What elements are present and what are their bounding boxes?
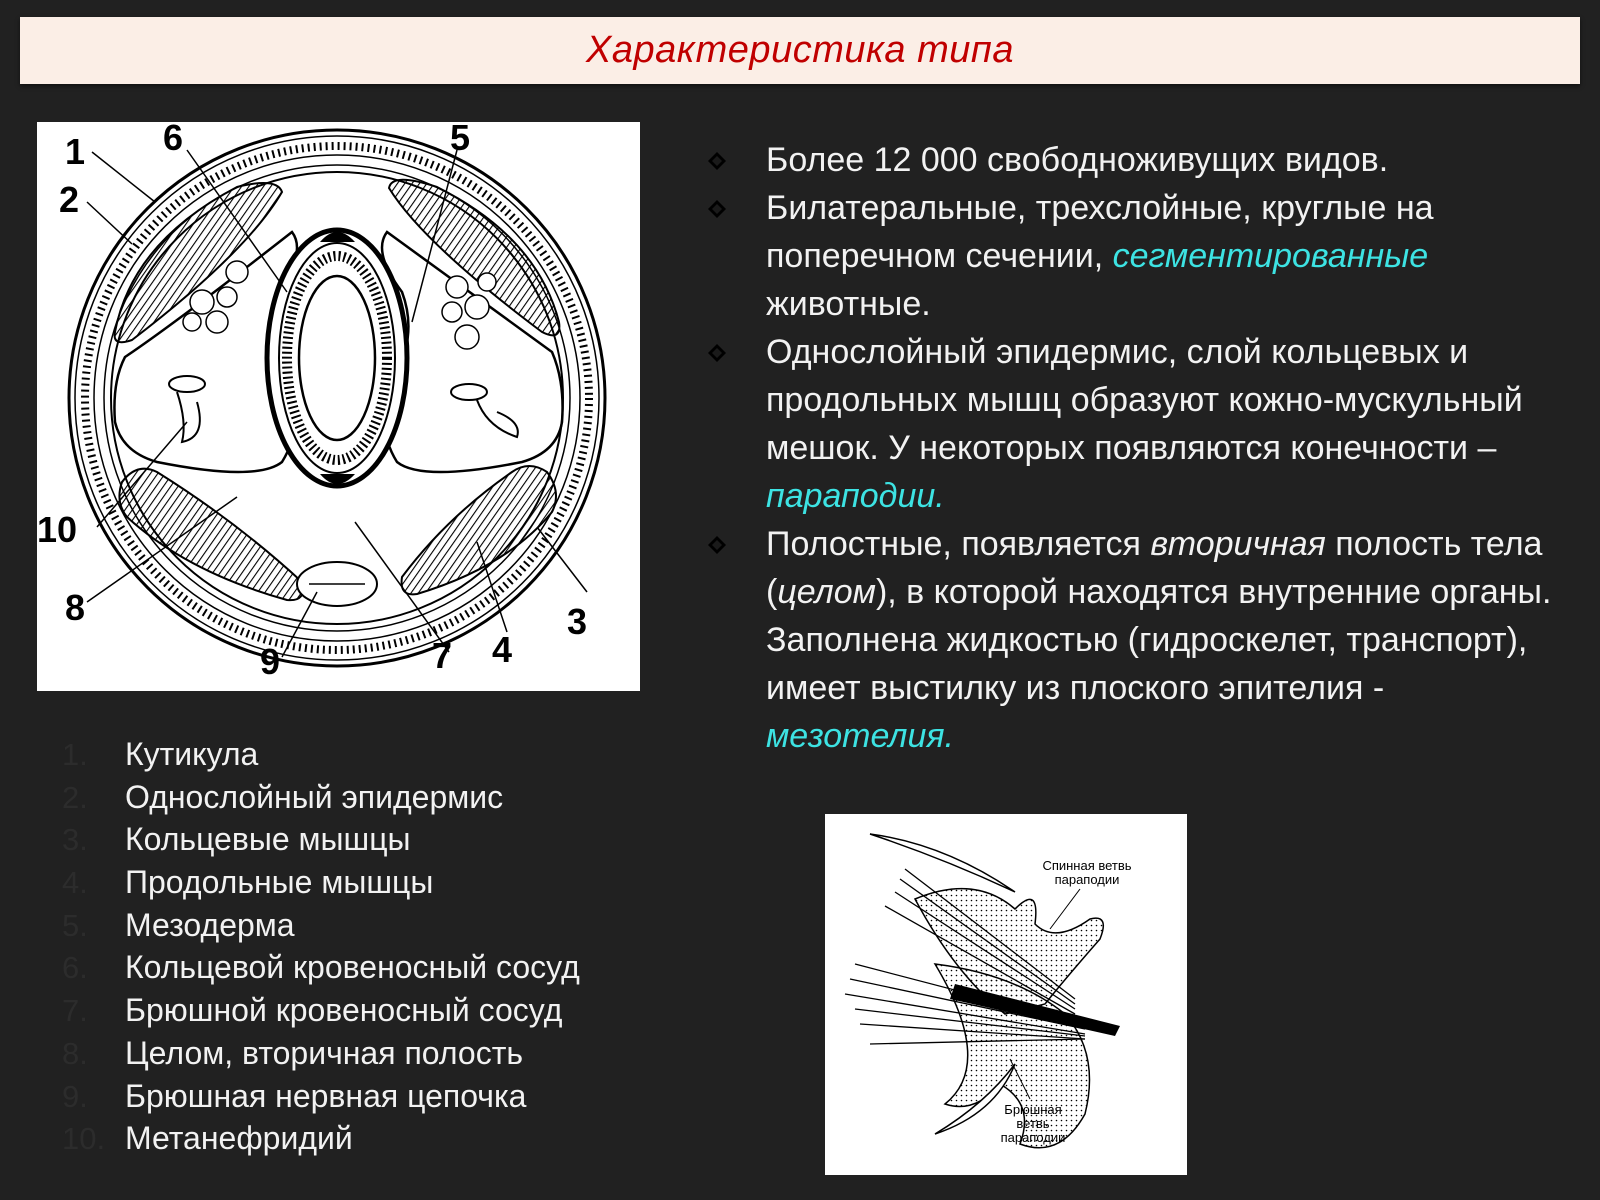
cross-label-9: 9 (260, 641, 280, 682)
legend-text: Кутикула (125, 736, 259, 772)
legend-number: 5. (62, 907, 88, 943)
cross-label-3: 3 (567, 601, 587, 642)
bullet-text: Билатеральные, трехслойные, круглые на п… (766, 189, 1434, 275)
bullet-text: Однослойный эпидермис, слой кольцевых и … (766, 333, 1523, 467)
legend-number: 6. (62, 950, 88, 986)
highlight-parapodia: параподии (766, 477, 936, 515)
cross-label-7: 7 (432, 635, 452, 676)
bullet-item-coelom: Полостные, появляется вторичная полость … (700, 520, 1580, 760)
bullet-item-symmetry: Билатеральные, трехслойные, круглые на п… (700, 184, 1580, 328)
legend-item: 6. Кольцевой кровеносный сосуд (62, 949, 662, 992)
legend-number: 4. (62, 865, 88, 901)
cross-label-1: 1 (65, 131, 85, 172)
cross-label-6: 6 (163, 122, 183, 158)
parapodium-figure: Спинная ветвь параподии Брюшная ветвь па… (825, 814, 1187, 1175)
bullet-item-species: Более 12 000 свободноживущих видов. (700, 136, 1580, 184)
diamond-bullet-icon (708, 536, 726, 554)
slide-title: Характеристика типа (586, 29, 1014, 71)
diamond-bullet-icon (708, 344, 726, 362)
cross-section-figure: 1 2 3 4 5 6 7 8 9 10 (37, 122, 640, 691)
figure-legend: 1. Кутикула 2. Однослойный эпидермис 3. Кол… (62, 736, 662, 1163)
legend-item: 7. Брюшной кровеносный сосуд (62, 992, 662, 1035)
legend-number: 9. (62, 1078, 88, 1114)
bullet-text: полость тела ( (766, 525, 1543, 611)
diamond-bullet-icon (708, 200, 726, 218)
legend-text: Целом, вторичная полость (125, 1034, 524, 1071)
legend-item: 10. Метанефридий (62, 1120, 662, 1163)
legend-number: 7. (62, 993, 88, 1029)
cross-label-8: 8 (65, 587, 85, 628)
label-ventral-line2: ветвь (1016, 1116, 1049, 1131)
legend-text: Продольные мышцы (125, 864, 434, 901)
legend-item: 3. Кольцевые мышцы (62, 821, 662, 864)
highlight-period: . (944, 717, 954, 755)
italic-coelom: целом (777, 573, 876, 611)
legend-text: Кольцевые мышцы (125, 821, 411, 858)
cross-label-5: 5 (450, 122, 470, 158)
bullet-item-epidermis: Однослойный эпидермис, слой кольцевых и … (700, 328, 1580, 520)
bullet-text: Более 12 000 свободноживущих видов. (766, 141, 1389, 179)
legend-text: Брюшная нервная цепочка (125, 1077, 527, 1114)
legend-item: 1. Кутикула (62, 736, 662, 779)
legend-number: 1. (62, 737, 88, 772)
legend-text: Мезодерма (125, 906, 295, 943)
legend-item: 9. Брюшная нервная цепочка (62, 1078, 662, 1121)
highlight-period: . (935, 477, 945, 515)
legend-text: Однослойный эпидермис (125, 778, 504, 815)
bullet-text: ), в которой находятся внутренние органы… (766, 573, 1552, 707)
cross-label-4: 4 (492, 629, 512, 670)
cross-section-drawing: 1 2 3 4 5 6 7 8 9 10 (37, 122, 607, 682)
legend-item: 8. Целом, вторичная полость (62, 1035, 662, 1078)
characteristics-list: Более 12 000 свободноживущих видов. Била… (700, 136, 1580, 760)
label-dorsal-line2: параподии (1055, 872, 1120, 887)
italic-secondary: вторичная (1150, 525, 1326, 563)
legend-text: Брюшной кровеносный сосуд (125, 992, 563, 1029)
title-bar: Характеристика типа (20, 17, 1580, 84)
label-ventral-line1: Брюшная (1004, 1102, 1061, 1117)
legend-number: 2. (62, 779, 88, 815)
bullet-text: Полостные, появляется (766, 525, 1151, 563)
cross-label-10: 10 (37, 509, 77, 550)
legend-number: 10. (62, 1121, 106, 1157)
legend-item: 5. Мезодерма (62, 907, 662, 950)
label-ventral-line3: параподии (1001, 1130, 1066, 1145)
parapodium-drawing: Спинная ветвь параподии Брюшная ветвь па… (844, 833, 1132, 1149)
label-dorsal-line1: Спинная ветвь (1042, 858, 1131, 873)
diamond-bullet-icon (708, 152, 726, 170)
legend-number: 8. (62, 1035, 88, 1071)
legend-item: 4. Продольные мышцы (62, 864, 662, 907)
legend-text: Кольцевой кровеносный сосуд (125, 949, 580, 986)
cross-label-2: 2 (59, 179, 79, 220)
legend-number: 3. (62, 822, 88, 858)
bullet-text: животные. (766, 285, 931, 323)
legend-item: 2. Однослойный эпидермис (62, 779, 662, 822)
legend-text: Метанефридий (125, 1120, 353, 1157)
highlight-segmented: сегментированные (1112, 237, 1429, 275)
highlight-mesothelium: мезотелия (766, 717, 945, 755)
